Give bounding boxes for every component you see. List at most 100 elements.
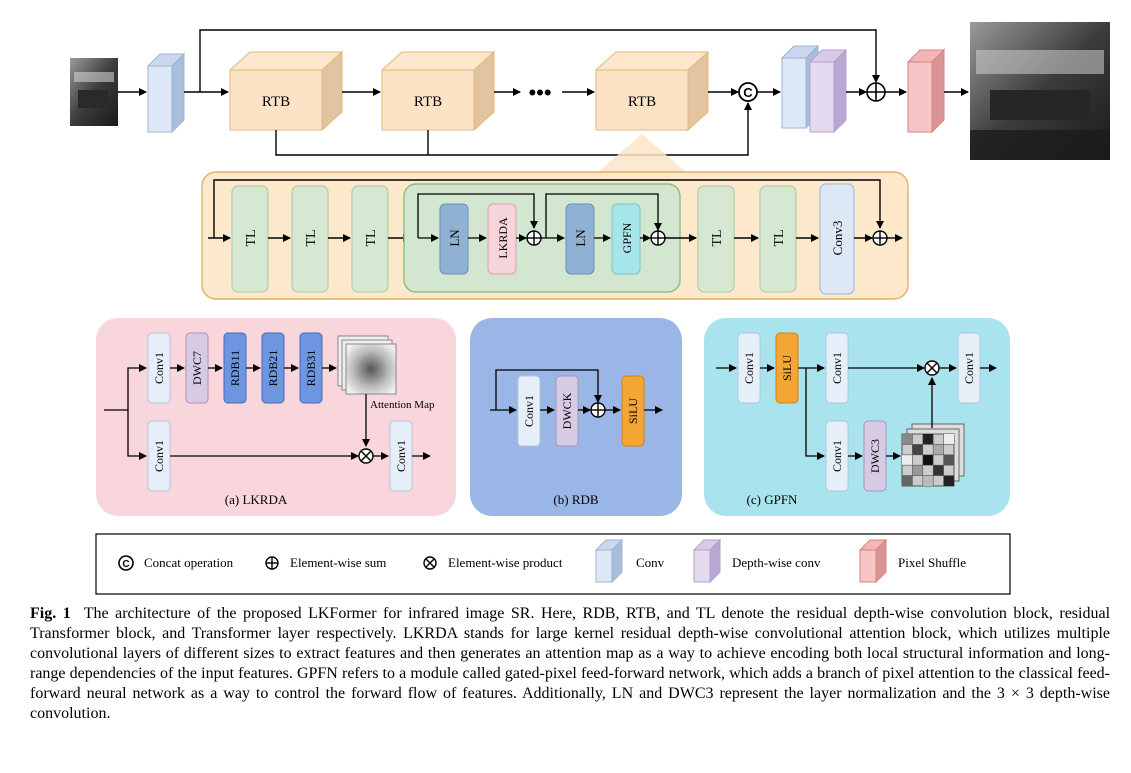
legend-conv-icon: [594, 538, 624, 584]
svg-text:Conv1: Conv1: [830, 352, 844, 384]
svg-text:RDB21: RDB21: [266, 350, 280, 387]
legend-pixel-shuffle-icon: [858, 538, 888, 584]
lkrda-block: LKRDA: [487, 203, 517, 275]
svg-text:LKRDA: LKRDA: [496, 217, 510, 259]
rdb-dwck: DWCK: [555, 375, 579, 447]
figure-label: Fig. 1: [30, 605, 71, 622]
svg-text:TL: TL: [364, 229, 379, 246]
svg-text:C: C: [743, 85, 753, 100]
lkrda-rdb11: RDB11: [223, 332, 247, 404]
svg-text:Conv3: Conv3: [830, 221, 845, 256]
pixel-shuffle-block: [906, 48, 946, 134]
svg-text:Conv1: Conv1: [830, 440, 844, 472]
lkrda-conv1-top: Conv1: [147, 332, 171, 404]
svg-text:RDB11: RDB11: [228, 350, 242, 386]
svg-text:TL: TL: [710, 229, 725, 246]
gpfn-dwc3: DWC3: [863, 420, 887, 492]
gpfn-panel: Conv1 SiLU Conv1 Conv1 Conv1: [704, 318, 1010, 516]
gpfn-conv1-bottom: Conv1: [825, 420, 849, 492]
svg-text:DWC7: DWC7: [190, 351, 204, 385]
tl-block-1: TL: [231, 185, 269, 293]
tl-block-5: TL: [759, 185, 797, 293]
legend-product-icon: [423, 556, 437, 570]
gpfn-caption: (c) GPFN: [747, 492, 799, 507]
attention-map-image: [337, 335, 397, 395]
legend-pixel-shuffle-label: Pixel Shuffle: [898, 555, 966, 570]
legend-concat-label: Concat operation: [144, 555, 234, 570]
concat-icon: C: [738, 82, 758, 102]
tl-panel: TL TL TL LN LKRDA: [201, 171, 909, 300]
legend-sum-label: Element-wise sum: [290, 555, 386, 570]
figure-caption-text: The architecture of the proposed LKForme…: [30, 605, 1111, 722]
legend-product-label: Element-wise product: [448, 555, 563, 570]
svg-text:RDB31: RDB31: [304, 350, 318, 387]
svg-text:LN: LN: [573, 229, 588, 247]
rdb-conv1: Conv1: [517, 375, 541, 447]
svg-text:DWC3: DWC3: [868, 439, 882, 473]
tl-block-4: TL: [697, 185, 735, 293]
gpfn-conv1-out: Conv1: [957, 332, 981, 404]
lkrda-rdb21: RDB21: [261, 332, 285, 404]
gpfn-conv1-in: Conv1: [737, 332, 761, 404]
tl-block-2: TL: [291, 185, 329, 293]
legend-dwconv-label: Depth-wise conv: [732, 555, 821, 570]
ln-block-2: LN: [565, 203, 595, 275]
tl-block-3: TL: [351, 185, 389, 293]
input-image: [70, 58, 118, 126]
svg-text:TL: TL: [304, 229, 319, 246]
conv3-block: Conv3: [819, 183, 855, 295]
legend-sum-icon: [265, 556, 279, 570]
rtb-block-2: RTB: [380, 50, 496, 132]
rdb-silu: SiLU: [621, 375, 645, 447]
gpfn-silu: SiLU: [775, 332, 799, 404]
figure-caption: Fig. 1 The architecture of the proposed …: [30, 604, 1110, 724]
sum-icon-tl-2: [650, 230, 666, 246]
legend: C Concat operation Element-wise sum Elem…: [95, 533, 1011, 595]
main-pipeline: RTB RTB ••• RTB C: [70, 22, 1110, 160]
rdb-caption: (b) RDB: [553, 492, 598, 507]
svg-text:Conv1: Conv1: [152, 352, 166, 384]
svg-text:SiLU: SiLU: [780, 355, 794, 381]
lkrda-conv1-bottom: Conv1: [147, 420, 171, 492]
product-icon-lkrda: [358, 448, 374, 464]
rdb-panel: Conv1 DWCK SiLU (b) RDB: [470, 318, 682, 516]
rtb-label-2: RTB: [414, 94, 442, 110]
architecture-diagram: RTB RTB ••• RTB C: [70, 22, 1110, 595]
rtb-block-3: RTB: [594, 50, 710, 132]
lkrda-dwc7: DWC7: [185, 332, 209, 404]
sum-icon-rdb: [590, 402, 606, 418]
lkrda-caption: (a) LKRDA: [225, 492, 288, 507]
ellipsis: •••: [528, 80, 551, 105]
svg-text:TL: TL: [244, 229, 259, 246]
rtb-block-1: RTB: [228, 50, 344, 132]
svg-text:Conv1: Conv1: [152, 440, 166, 472]
rtb-label-3: RTB: [628, 94, 656, 110]
sum-icon-tl-1: [526, 230, 542, 246]
attention-map-label: Attention Map: [370, 399, 435, 411]
ln-block-1: LN: [439, 203, 469, 275]
svg-text:Conv1: Conv1: [394, 440, 408, 472]
svg-text:TL: TL: [772, 229, 787, 246]
svg-text:LN: LN: [447, 229, 462, 247]
lkrda-conv1-out: Conv1: [389, 420, 413, 492]
svg-text:SiLU: SiLU: [626, 398, 640, 424]
lkrda-rdb31: RDB31: [299, 332, 323, 404]
gpfn-block: GPFN: [611, 203, 641, 275]
legend-concat-icon: C: [118, 555, 134, 571]
conv-block-input: [146, 52, 186, 134]
svg-text:Conv1: Conv1: [962, 352, 976, 384]
svg-text:Conv1: Conv1: [522, 395, 536, 427]
lkrda-panel: Conv1 DWC7 RDB11 RDB21 RDB31 Attention M…: [96, 318, 456, 516]
rtb-label-1: RTB: [262, 94, 290, 110]
svg-text:DWCK: DWCK: [560, 392, 574, 429]
svg-text:C: C: [122, 559, 129, 570]
sum-icon-main: [866, 82, 886, 102]
gpfn-conv1-top: Conv1: [825, 332, 849, 404]
output-image: [970, 22, 1110, 160]
product-icon-gpfn: [924, 360, 940, 376]
svg-text:Conv1: Conv1: [742, 352, 756, 384]
depthwise-conv-block: [808, 48, 848, 134]
rtb-expansion-wedge: [598, 134, 686, 172]
svg-text:GPFN: GPFN: [620, 222, 634, 253]
legend-dwconv-icon: [692, 538, 722, 584]
